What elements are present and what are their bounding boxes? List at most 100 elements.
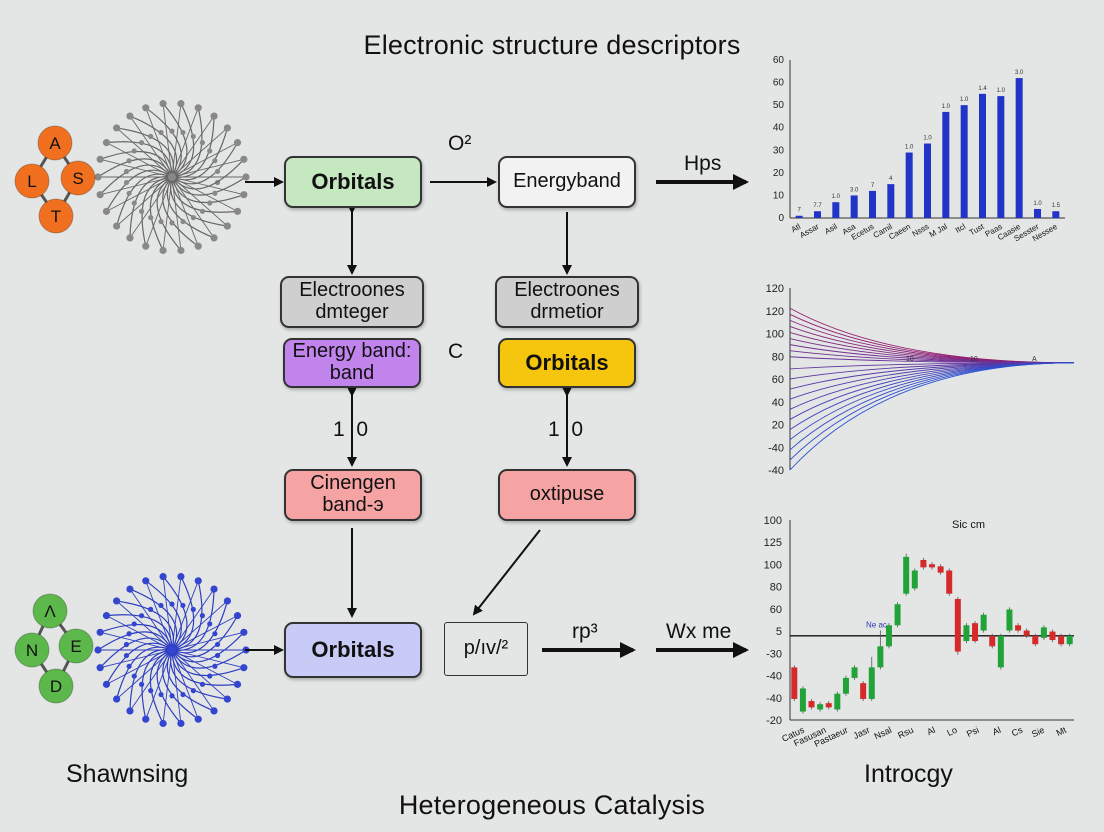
caption-shawnsing: Shawnsing (66, 760, 189, 788)
network-spoke (145, 176, 173, 247)
bar-data-label: 1.0 (923, 136, 932, 142)
orbitals-green-box: Orbitals (284, 156, 422, 208)
network-node (158, 691, 164, 698)
network-node (123, 168, 130, 175)
y-tick-label: 0 (778, 213, 784, 224)
candle-body (980, 614, 987, 631)
y-tick-label: 60 (770, 604, 782, 616)
network-spoke (171, 576, 182, 651)
candle-body (851, 667, 858, 678)
network-spoke (162, 176, 173, 251)
network-node (233, 680, 242, 688)
y-tick-label: 5 (776, 626, 782, 638)
bar (887, 184, 895, 218)
network-node (126, 631, 132, 637)
network-node (96, 628, 104, 636)
network-edge (171, 600, 228, 654)
network-spoke (171, 107, 199, 178)
network-node (131, 148, 137, 154)
bar (960, 105, 968, 218)
network-node (169, 128, 175, 134)
network-node (102, 139, 111, 147)
oxtipuse-box: oxtipuse (498, 469, 636, 521)
atom-label: L (27, 172, 36, 191)
network-node (131, 200, 137, 206)
bar (997, 96, 1005, 218)
atom-label: A (49, 134, 61, 153)
molecule-atom (14, 632, 50, 668)
network-spoke (171, 176, 199, 247)
network-node (139, 208, 145, 214)
network-node (207, 621, 213, 627)
network-spoke (116, 127, 173, 178)
candle-body (963, 625, 970, 642)
network-spoke (171, 580, 199, 651)
formula-box: p/ıv/² (444, 622, 528, 676)
atom-label: S (72, 169, 83, 188)
label-c: C (448, 340, 464, 363)
network-node (194, 242, 202, 250)
bar-data-label: 1.4 (978, 86, 987, 92)
candle-body (791, 667, 798, 699)
network-node (210, 234, 218, 242)
network-node (199, 208, 206, 214)
x-tick-label: Nsss (911, 222, 931, 239)
bar-data-label: 7.7 (813, 203, 822, 209)
network-edge (171, 116, 215, 178)
orbitals-yellow-box: Orbitals (498, 338, 636, 388)
bar-data-label: 1.0 (960, 97, 969, 103)
candle-body (860, 683, 867, 699)
bar-data-label: 7 (871, 183, 875, 189)
network-node (240, 628, 248, 636)
network-spoke (129, 115, 173, 178)
network-spoke (162, 649, 173, 724)
network-spoke (106, 176, 173, 212)
network-node (113, 222, 121, 230)
network-spoke (171, 127, 228, 178)
network-node (177, 99, 185, 108)
candle-body (929, 564, 935, 568)
y-tick-label: 80 (772, 351, 784, 363)
network-spoke (145, 107, 173, 178)
network-node (177, 572, 185, 581)
network-spoke (171, 600, 228, 651)
line-annotation: 10 (906, 356, 914, 363)
label-hps: Hps (684, 152, 722, 175)
molecule-atom (38, 198, 74, 234)
chart-annotation: Ne ac (866, 620, 887, 629)
cinengen-box: Cinengen band-э (284, 469, 422, 521)
network-edge (171, 127, 228, 181)
x-tick-label: Al (991, 725, 1002, 737)
network-spoke (100, 631, 173, 651)
network-node (126, 663, 132, 669)
network-spoke (116, 600, 173, 651)
x-tick-label: Mt (1055, 725, 1069, 738)
network-node (194, 577, 202, 585)
network-node (126, 707, 134, 715)
network-spoke (171, 142, 238, 178)
y-tick-label: 10 (773, 190, 785, 201)
network-spoke (116, 649, 173, 700)
network-node (126, 234, 134, 242)
y-tick-label: 30 (773, 145, 785, 156)
energy-band-purple-box: Energy band: band (283, 338, 421, 388)
network-spoke (106, 142, 173, 178)
molecule-atom (38, 668, 74, 704)
candle-body (989, 635, 996, 647)
candle-body (972, 623, 979, 642)
x-tick-label: Lo (945, 725, 958, 738)
label-ten-left: 1 0 (333, 418, 369, 441)
network-node (123, 179, 130, 186)
network-node (126, 158, 132, 164)
network-node (190, 688, 196, 694)
candle-body (834, 693, 841, 710)
network-node (102, 680, 111, 688)
network-node (159, 99, 167, 108)
y-tick-label: -40 (768, 465, 784, 477)
network-spoke (116, 176, 173, 227)
network-spoke (106, 649, 173, 685)
network-node (148, 215, 154, 221)
bar-chart: 6060504030201007Atl7.7Assar1.0Asil3.0Asa… (773, 55, 1065, 243)
